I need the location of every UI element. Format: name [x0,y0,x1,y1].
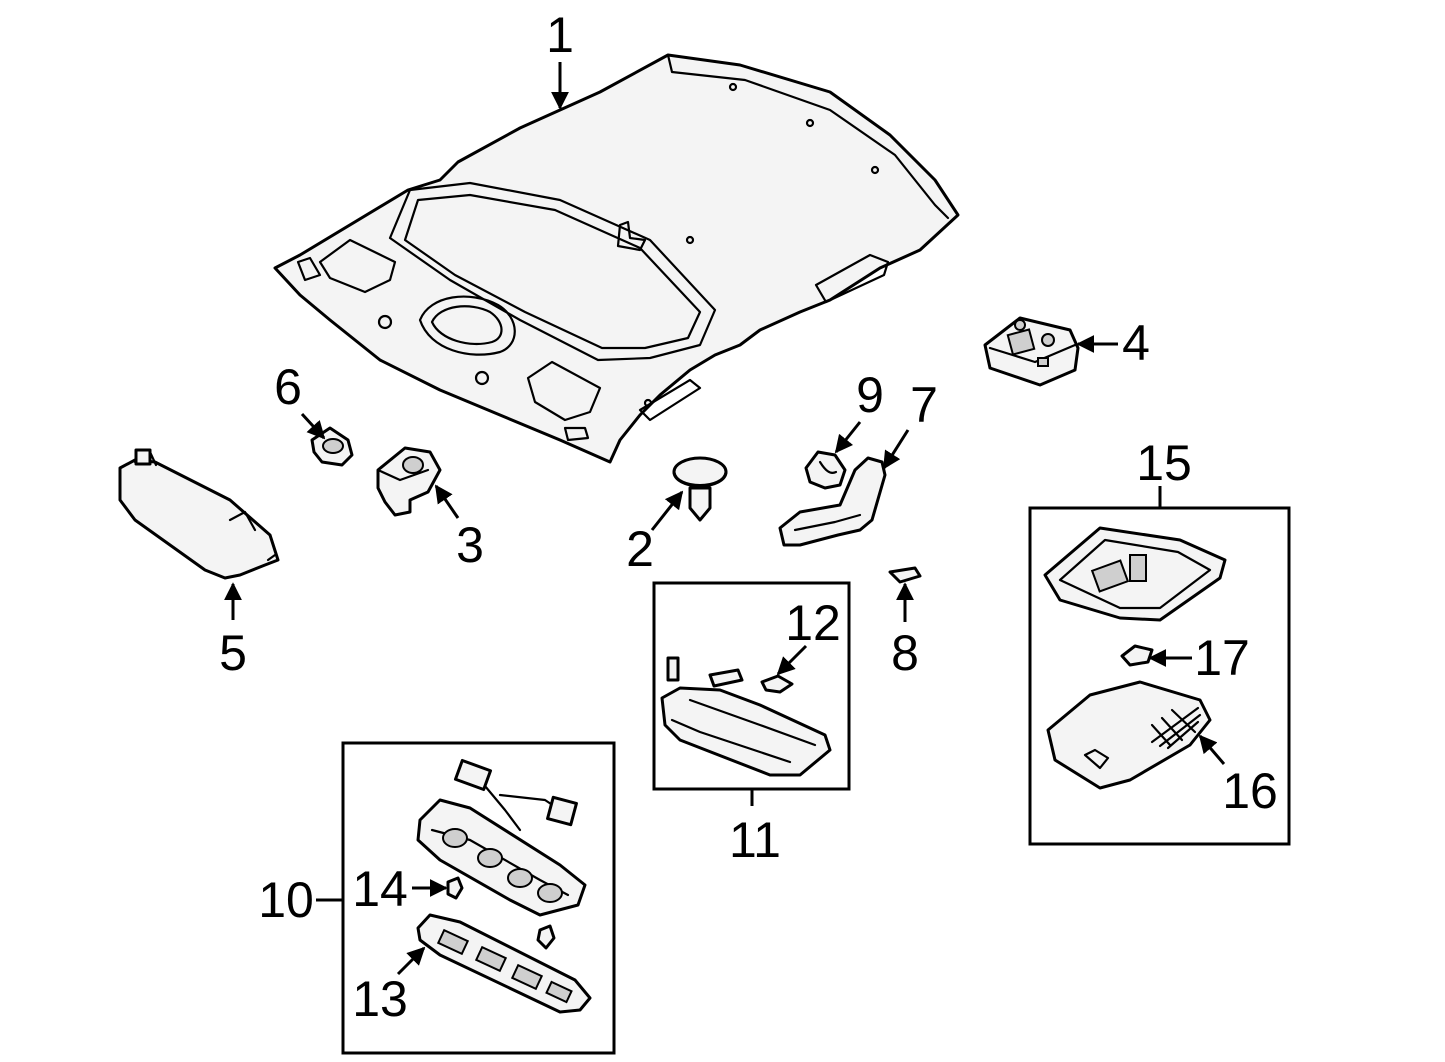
leader-12 [776,644,808,676]
callout-1: 1 [546,7,574,63]
assist-grip-part [778,456,887,547]
room-lamp-housing-part [1043,526,1227,622]
leader-7 [882,429,910,470]
leader-6 [300,412,326,440]
visor-holder-part [376,446,442,517]
room-lamp-lens-part [1046,680,1212,790]
leader-16 [1198,734,1226,765]
callout-9: 9 [856,367,884,423]
console-lens-part [416,913,592,1014]
callout-14: 14 [352,861,408,917]
callout-6: 6 [274,359,302,415]
callout-8: 8 [891,625,919,681]
callout-7: 7 [910,377,938,433]
map-lamp-part [983,316,1080,387]
bulb-14-part [446,876,556,950]
grip-cover-part [804,450,847,490]
callout-17: 17 [1194,630,1250,686]
callout-3: 3 [456,517,484,573]
console-assembly-box [341,741,616,1055]
small-clip-part [888,566,922,584]
leader-9 [834,421,862,454]
leader-3 [434,484,460,519]
callout-11: 11 [729,812,781,868]
callout-4: 4 [1122,315,1150,371]
callout-13: 13 [352,971,408,1027]
callout-5: 5 [219,625,247,681]
leader-2 [650,490,684,531]
headliner-part [273,53,960,464]
console-housing-part [416,758,587,917]
sun-visor-part [118,448,280,580]
callout-2: 2 [626,521,654,577]
callout-15: 15 [1136,435,1192,491]
dome-lamp-part [660,656,832,777]
callout-10: 10 [258,872,314,928]
bulb-12-part [760,674,794,694]
callout-16: 16 [1222,763,1278,819]
clip-part [672,456,728,522]
callout-12: 12 [785,595,841,651]
leader-13 [396,946,426,976]
bulb-17-part [1120,644,1154,667]
